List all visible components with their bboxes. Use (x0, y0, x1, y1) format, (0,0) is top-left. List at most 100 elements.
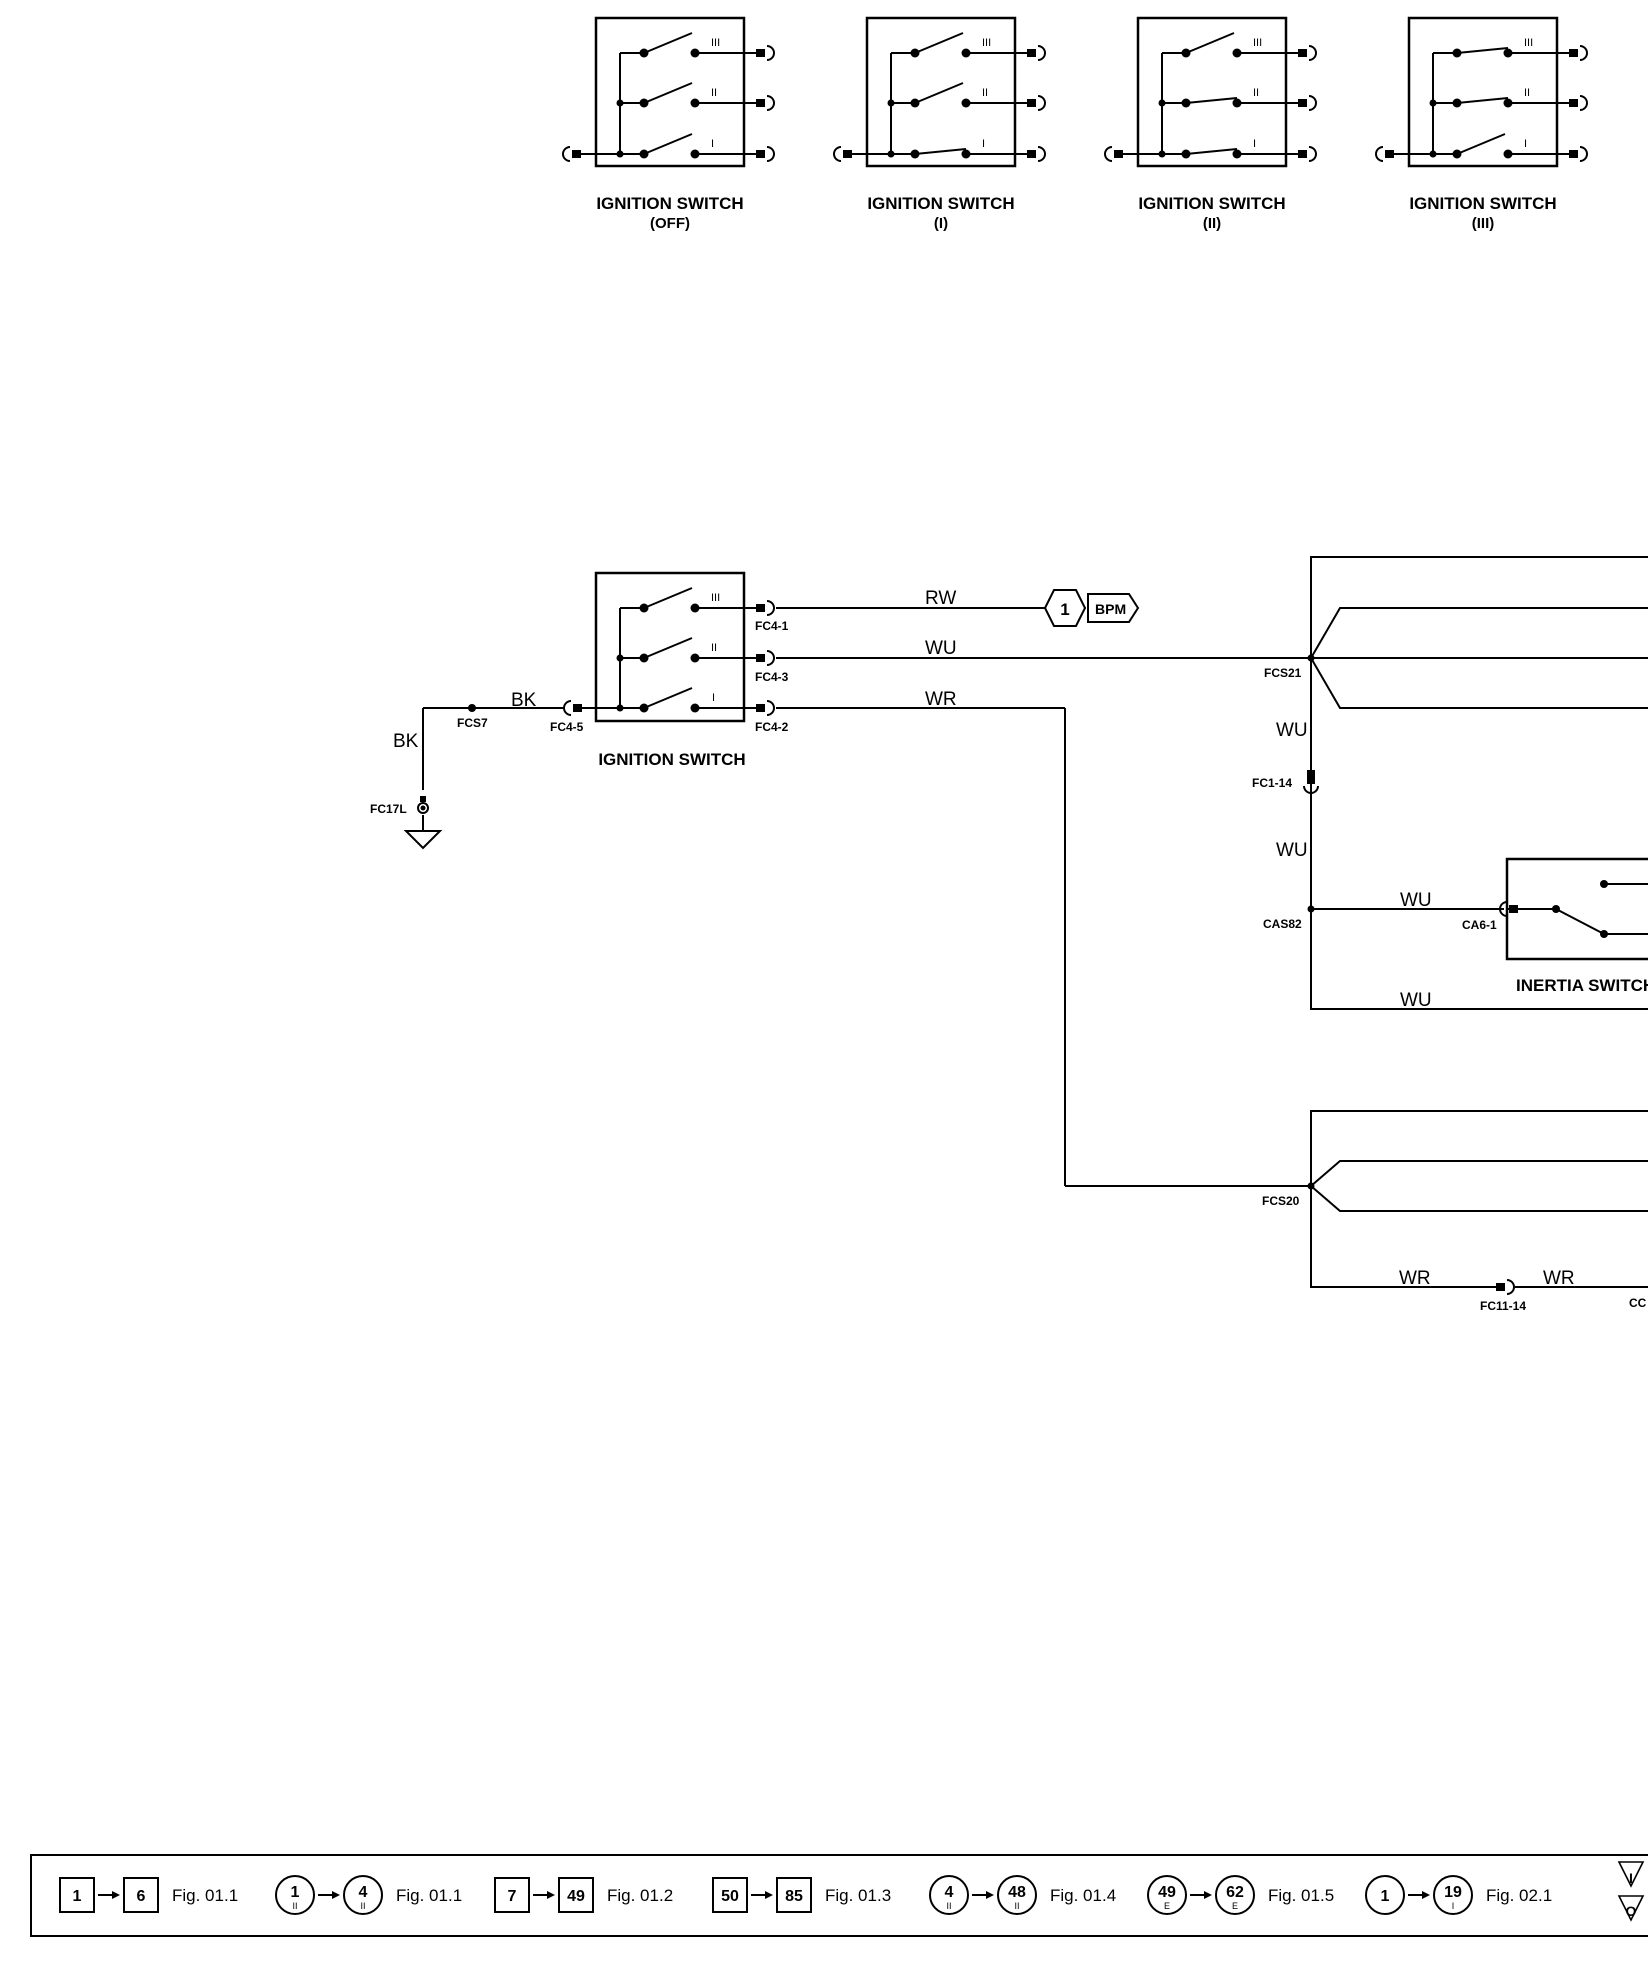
legend-from-sub: II (946, 1901, 951, 1911)
wr-label-b: WR (1543, 1268, 1575, 1289)
state-input-cup (1375, 146, 1384, 162)
legend-from-text: 1 (1381, 1888, 1390, 1905)
connector-fc1-14 (1303, 770, 1319, 794)
connector-fc4-2 (755, 700, 775, 716)
legend-fig: Fig. 01.3 (825, 1886, 891, 1905)
legend-fig: Fig. 01.5 (1268, 1886, 1334, 1905)
state-switch-box (594, 16, 746, 168)
splice-fcs20-dot (1307, 1182, 1315, 1190)
state-input-terminal (572, 150, 581, 158)
label-fcs7: FCS7 (457, 716, 488, 730)
state-output-cup (1037, 95, 1046, 111)
legend-from-text: 50 (721, 1888, 739, 1905)
state-blade-open (914, 82, 964, 104)
legend-triangles (1617, 1861, 1645, 1922)
legend-from-circle (275, 1875, 315, 1915)
connector-fc4-1 (755, 600, 775, 616)
legend-to-text: 49 (567, 1888, 585, 1905)
state-position-label: III (1524, 37, 1533, 49)
state-output-terminal (1298, 49, 1307, 57)
ground-fc17l-dot (420, 805, 426, 811)
state-output-terminal (756, 99, 765, 107)
state-bus-dot (1429, 99, 1437, 107)
state-bus-dot (887, 150, 895, 158)
state-output-cup (1037, 146, 1046, 162)
state-output-terminal (1298, 150, 1307, 158)
label-fc4-3: FC4-3 (755, 670, 789, 684)
main-switch-title: IGNITION SWITCH (598, 750, 745, 769)
state-bus-dot (887, 99, 895, 107)
wu-label-c: WU (1400, 890, 1432, 911)
legend-from-circle (1365, 1875, 1405, 1915)
state-position-label: I (1253, 138, 1256, 150)
state-switch-box (1136, 16, 1288, 168)
state-position-label: II (982, 87, 988, 99)
state-blade-closed (914, 148, 967, 155)
legend-arrow-head (332, 1891, 340, 1899)
state-bus-dot (616, 150, 624, 158)
legend-frame (30, 1854, 1648, 1937)
state-blade-open (643, 82, 693, 104)
legend-arrow-head (1422, 1891, 1430, 1899)
legend-to-box (776, 1877, 812, 1913)
legend-to-box (558, 1877, 594, 1913)
state-position-label: III (711, 37, 720, 49)
splice-cas82-dot (1307, 905, 1315, 913)
state-output-terminal (1569, 49, 1578, 57)
main-pos-i: I (712, 692, 715, 704)
legend-fig: Fig. 01.4 (1050, 1886, 1116, 1905)
state-title: IGNITION SWITCH (1409, 194, 1556, 213)
state-bus-dot (616, 99, 624, 107)
state-input-terminal (843, 150, 852, 158)
legend-from-box (712, 1877, 748, 1913)
legend-to-sub: II (360, 1901, 365, 1911)
legend-arrow-head (1204, 1891, 1212, 1899)
legend-item: 50 85 Fig. 01.3 (712, 1877, 891, 1913)
legend-from-box (59, 1877, 95, 1913)
inertia-dot-c (1600, 930, 1608, 938)
state-blade-closed (1456, 47, 1509, 54)
label-fc4-2: FC4-2 (755, 720, 789, 734)
state-blade-open (643, 32, 693, 54)
state-output-cup (1308, 95, 1317, 111)
state-output-terminal (1027, 49, 1036, 57)
state-input-cup (833, 146, 842, 162)
label-fc4-5: FC4-5 (550, 720, 584, 734)
state-bus-dot (1158, 150, 1166, 158)
state-switch-box (865, 16, 1017, 168)
legend-arrow-head (765, 1891, 773, 1899)
state-switch-box (1407, 16, 1559, 168)
state-subtitle: (I) (934, 215, 948, 232)
wire-wr-path (776, 707, 1648, 1288)
state-blade-closed (1185, 148, 1238, 155)
legend-from-text: 49 (1158, 1884, 1176, 1901)
main-ignition-switch (581, 571, 759, 723)
state-position-label: I (711, 138, 714, 150)
legend-arrow-head (986, 1891, 994, 1899)
state-title: IGNITION SWITCH (867, 194, 1014, 213)
splice-fcs21-dot (1307, 654, 1315, 662)
state-output-cup (1579, 95, 1588, 111)
state-output-terminal (756, 49, 765, 57)
state-output-cup (1579, 146, 1588, 162)
label-fc4-1: FC4-1 (755, 619, 789, 633)
legend-to-text: 62 (1226, 1884, 1244, 1901)
legend-to-sub: II (1014, 1901, 1019, 1911)
state-blade-closed (1456, 97, 1509, 104)
state-output-cup (1037, 45, 1046, 61)
state-output-cup (766, 146, 775, 162)
legend-from-text: 4 (945, 1884, 954, 1901)
legend-to-text: 85 (785, 1888, 803, 1905)
wire-wr-label: WR (925, 689, 957, 710)
legend-arrow-head (547, 1891, 555, 1899)
state-blade-closed (1185, 97, 1238, 104)
wire-wu-label: WU (925, 638, 957, 659)
legend-arrow-head (112, 1891, 120, 1899)
state-input-cup (1104, 146, 1113, 162)
